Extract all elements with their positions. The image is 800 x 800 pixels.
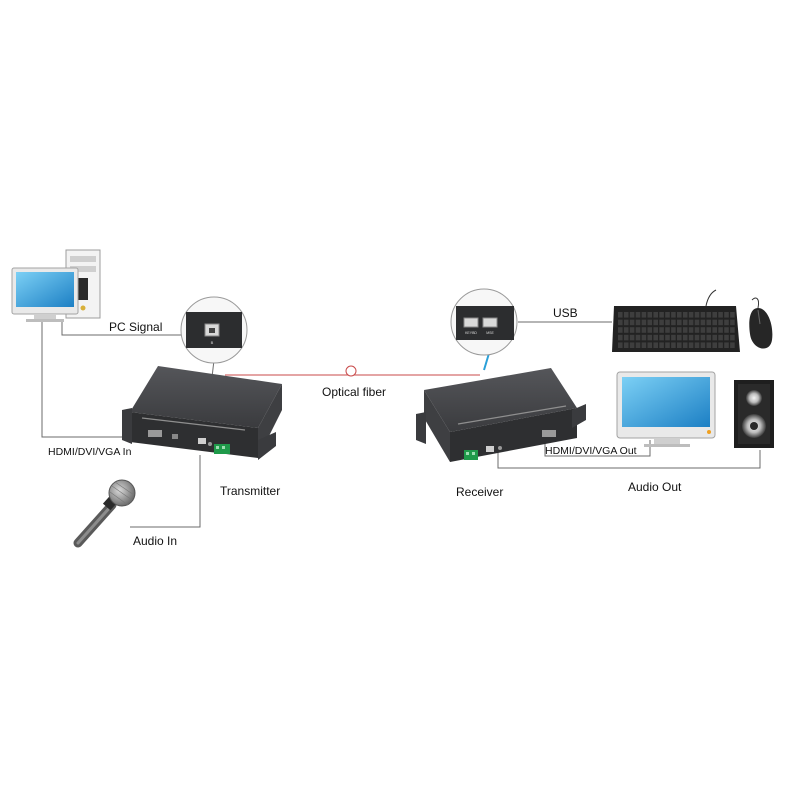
hdmi-out-label: HDMI/DVI/VGA Out xyxy=(545,445,637,457)
mouse-icon xyxy=(749,297,773,349)
audio-out-label: Audio Out xyxy=(628,480,682,494)
transmitter-label: Transmitter xyxy=(220,484,281,498)
fiber-marker xyxy=(345,365,357,377)
optical-fiber-label: Optical fiber xyxy=(322,385,387,399)
usb-a-ports-zoom: KEYBD MSE xyxy=(450,288,518,356)
audio-out-line xyxy=(497,450,761,469)
usb-label: USB xyxy=(553,306,578,320)
pc-signal-label: PC Signal xyxy=(109,320,163,334)
usb-a-port-label-1: KEYBD xyxy=(465,331,477,335)
usb-b-port-zoom: B xyxy=(180,296,248,364)
monitor-icon-pc xyxy=(11,267,79,322)
hdmi-out-line xyxy=(544,440,651,457)
hdmi-in-label: HDMI/DVI/VGA In xyxy=(48,446,132,458)
optical-fiber xyxy=(225,365,480,377)
receiver-device xyxy=(416,368,586,462)
microphone-icon xyxy=(73,479,136,548)
keyboard-icon xyxy=(612,289,740,352)
audio-in-line xyxy=(130,455,201,528)
usb-b-port-label: B xyxy=(211,340,214,345)
usb-a-port-label-2: MSE xyxy=(486,331,494,335)
audio-in-label: Audio In xyxy=(133,534,178,548)
speaker-icon xyxy=(734,380,774,448)
connector-lines xyxy=(41,321,761,528)
transmitter-device xyxy=(122,366,282,460)
monitor-icon-out xyxy=(616,371,716,447)
power-terminal-block xyxy=(464,450,478,460)
pc-signal-line xyxy=(61,322,185,336)
hdmi-in-line xyxy=(41,322,150,438)
receiver-label: Receiver xyxy=(456,485,504,499)
